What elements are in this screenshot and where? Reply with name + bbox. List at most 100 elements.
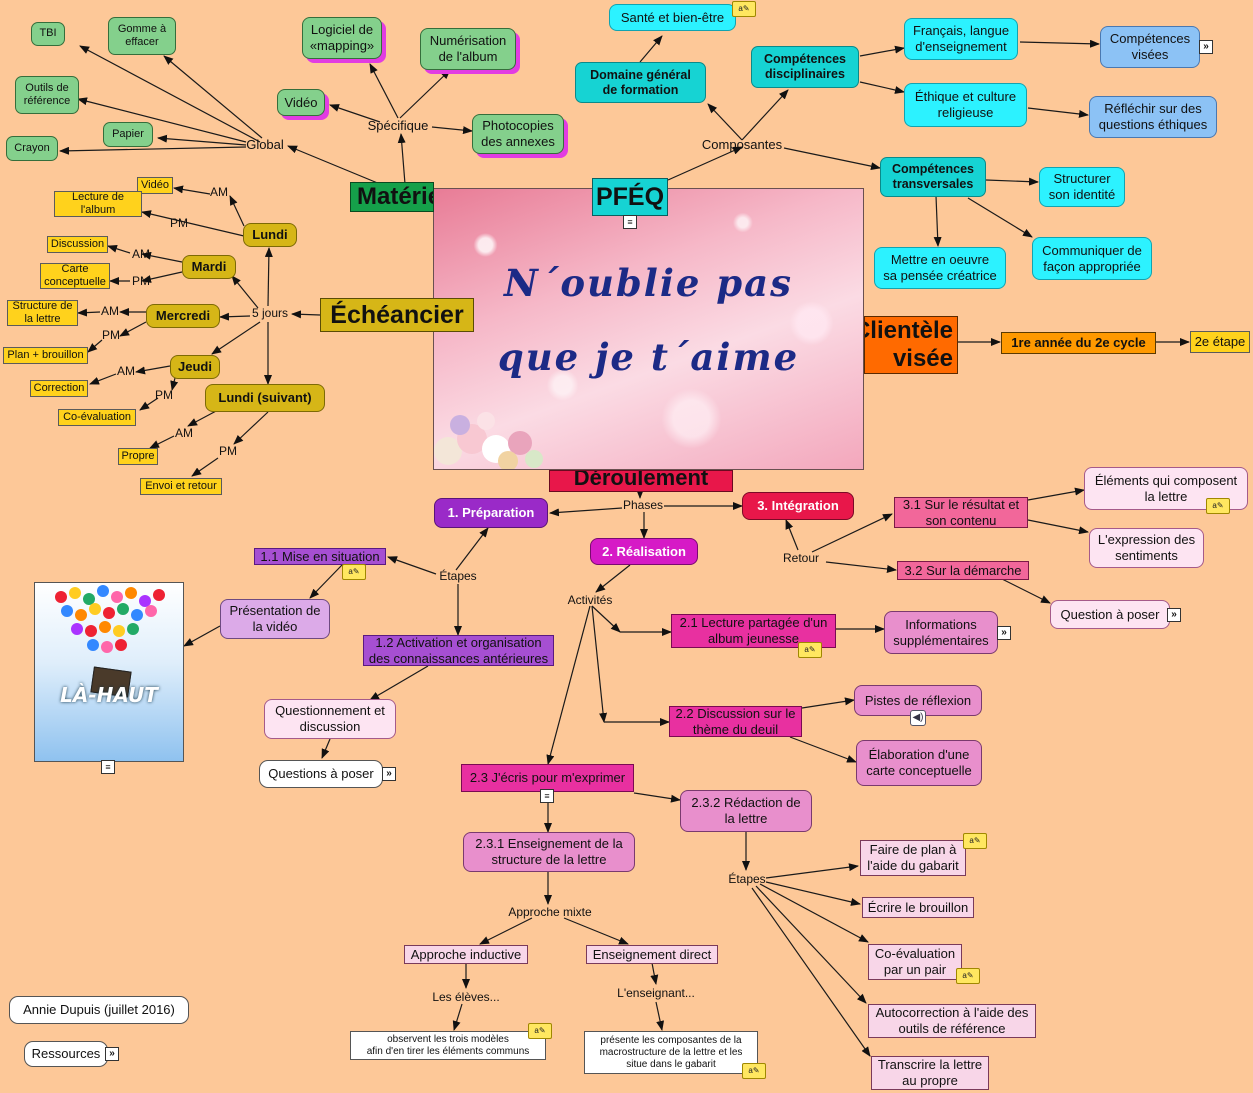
discussion-deuil[interactable]: 2.2 Discussion sur le thème du deuil [669,706,802,737]
note-icon[interactable]: a✎ [963,833,987,849]
day-mardi[interactable]: Mardi [182,255,236,279]
center-text-line1: N´oublie pas [504,261,793,305]
branch-echeancier[interactable]: Échéancier [320,298,474,332]
lenseignant-label: L'enseignant... [617,985,695,1000]
day-lundi[interactable]: Lundi [243,223,297,247]
sur-demarche[interactable]: 3.2 Sur la démarche [897,561,1029,580]
faire-plan[interactable]: Faire de plan à l'aide du gabarit [860,840,966,876]
task-lecture-album[interactable]: Lecture de l'album [54,191,142,217]
crayon[interactable]: Crayon [6,136,58,161]
premiere-annee[interactable]: 1re année du 2e cycle [1001,332,1156,354]
competences-transversales[interactable]: Compétences transversales [880,157,986,197]
presente-composantes[interactable]: présente les composantes de la macrostru… [584,1031,758,1074]
note-icon[interactable]: a✎ [742,1063,766,1079]
phase-integration[interactable]: 3. Intégration [742,492,854,520]
presentation-video[interactable]: Présentation de la vidéo [220,599,330,639]
outils-reference[interactable]: Outils de référence [15,76,79,114]
speaker-icon[interactable]: ◀) [910,710,926,726]
structurer-identite[interactable]: Structurer son identité [1039,167,1125,207]
task-structure-lettre[interactable]: Structure de la lettre [7,300,78,326]
task-envoi-retour[interactable]: Envoi et retour [140,478,222,495]
link-arrow-icon[interactable]: » [382,767,396,781]
observent-modeles[interactable]: observent les trois modèles afin d'en ti… [350,1031,546,1060]
note-icon[interactable]: a✎ [342,564,366,580]
questions-a-poser[interactable]: Questions à poser [259,760,383,788]
note-icon[interactable]: a✎ [1206,498,1230,514]
poster-image[interactable]: LÀ-HAUT [34,582,184,762]
phases-label: Phases [622,497,664,512]
les-eleves-label: Les élèves... [432,989,500,1004]
task-carte-conceptuelle[interactable]: Carte conceptuelle [40,263,110,289]
task-discussion[interactable]: Discussion [47,236,108,253]
gomme-effacer[interactable]: Gomme à effacer [108,17,176,55]
ecrire-brouillon[interactable]: Écrire le brouillon [862,897,974,918]
communiquer-approprie[interactable]: Communiquer de façon appropriée [1032,237,1152,280]
questionnement-discussion[interactable]: Questionnement et discussion [264,699,396,739]
numerisation-album[interactable]: Numérisation de l'album [420,28,516,70]
ethique-culture[interactable]: Éthique et culture religieuse [904,83,1027,127]
papier[interactable]: Papier [103,122,153,147]
photocopies-annexes[interactable]: Photocopies des annexes [472,114,564,154]
day-jeudi[interactable]: Jeudi [170,355,220,379]
phase-preparation[interactable]: 1. Préparation [434,498,548,528]
expression-sentiments[interactable]: L'expression des sentiments [1089,528,1204,568]
day-lundi-suivant[interactable]: Lundi (suivant) [205,384,325,412]
phase-realisation[interactable]: 2. Réalisation [590,538,698,565]
autocorrection[interactable]: Autocorrection à l'aide des outils de ré… [868,1004,1036,1038]
ressources-button[interactable]: Ressources [24,1041,108,1067]
link-arrow-icon[interactable]: » [105,1047,119,1061]
pm-label: PM [132,273,150,288]
mise-en-situation[interactable]: 1.1 Mise en situation [254,548,386,565]
informations-supplementaires[interactable]: Informations supplémentaires [884,611,998,654]
sante-bien-etre[interactable]: Santé et bien-être [609,4,736,31]
note-icon[interactable]: a✎ [528,1023,552,1039]
francais-langue[interactable]: Français, langue d'enseignement [904,18,1018,60]
day-mercredi[interactable]: Mercredi [146,304,220,328]
task-video[interactable]: Vidéo [137,177,173,194]
activites-label: Activités [567,592,613,607]
task-coevaluation[interactable]: Co-évaluation [58,409,136,426]
specifique-label: Spécifique [367,118,429,134]
link-arrow-icon[interactable]: » [997,626,1011,640]
coevaluation-pair[interactable]: Co-évaluation par un pair [868,944,962,980]
activation-organisation[interactable]: 1.2 Activation et organisation des conna… [363,635,554,666]
poster-title: LÀ-HAUT [60,683,158,707]
link-arrow-icon[interactable]: » [1199,40,1213,54]
branch-deroulement[interactable]: Déroulement [549,470,733,492]
note-icon[interactable]: a✎ [798,642,822,658]
competences-disciplinaires[interactable]: Compétences disciplinaires [751,46,859,88]
task-correction[interactable]: Correction [30,380,88,397]
document-icon[interactable]: ≡ [540,789,554,803]
logiciel-mapping[interactable]: Logiciel de «mapping» [302,17,382,59]
branch-clientele[interactable]: Clientèle visée [864,316,958,374]
redaction-lettre[interactable]: 2.3.2 Rédaction de la lettre [680,790,812,832]
branch-materiel[interactable]: Matériel [350,182,434,212]
reflechir-questions[interactable]: Réfléchir sur des questions éthiques [1089,96,1217,138]
roses-decoration [434,412,543,469]
jecris-pour-mexprimer[interactable]: 2.3 J'écris pour m'exprimer [461,764,634,792]
task-plan-brouillon[interactable]: Plan + brouillon [3,347,88,364]
sur-resultat[interactable]: 3.1 Sur le résultat et son contenu [894,497,1028,528]
deuxieme-etape[interactable]: 2e étape [1190,331,1250,353]
materiel-video[interactable]: Vidéo [277,89,325,116]
mettre-oeuvre-pensee[interactable]: Mettre en oeuvre sa pensée créatrice [874,247,1006,289]
task-propre[interactable]: Propre [118,448,158,465]
link-arrow-icon[interactable]: » [1167,608,1181,622]
transcrire-propre[interactable]: Transcrire la lettre au propre [871,1056,989,1090]
note-icon[interactable]: a✎ [956,968,980,984]
question-a-poser[interactable]: Question à poser [1050,600,1170,629]
document-icon[interactable]: ≡ [623,215,637,229]
competences-visees[interactable]: Compétences visées [1100,26,1200,68]
am-label: AM [210,184,228,199]
branch-pfeq[interactable]: PFÉQ [592,178,668,216]
enseignement-direct[interactable]: Enseignement direct [586,945,718,964]
document-icon[interactable]: ≡ [101,760,115,774]
pm-label: PM [155,387,173,402]
approche-inductive[interactable]: Approche inductive [404,945,528,964]
tbi[interactable]: TBI [31,22,65,46]
elaboration-carte[interactable]: Élaboration d'une carte conceptuelle [856,740,982,786]
enseignement-structure[interactable]: 2.3.1 Enseignement de la structure de la… [463,832,635,872]
domaine-general[interactable]: Domaine général de formation [575,62,706,103]
note-icon[interactable]: a✎ [732,1,756,17]
am-label: AM [175,425,193,440]
